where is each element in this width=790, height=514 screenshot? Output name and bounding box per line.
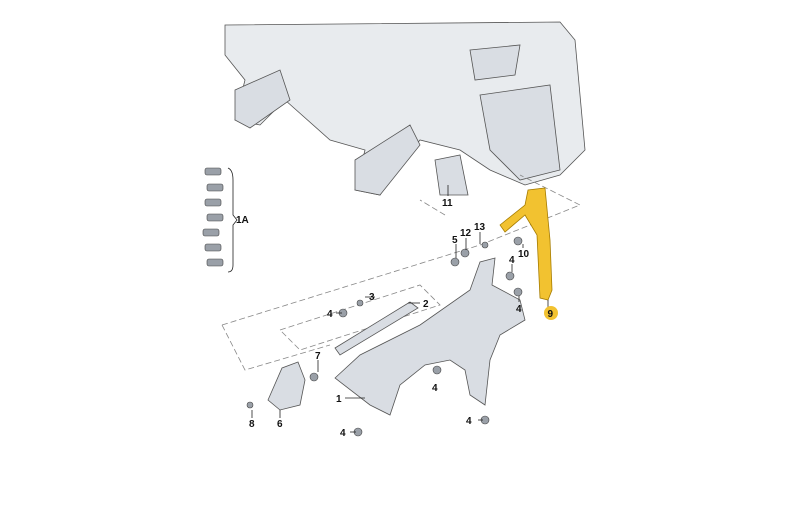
label-9-badge [544, 306, 558, 320]
label-10: 10 [518, 249, 530, 260]
label-8: 8 [249, 419, 255, 430]
vehicle-body-structure [224, 21, 586, 196]
label-12: 12 [460, 228, 472, 239]
label-11: 11 [442, 198, 453, 209]
fender[interactable] [334, 257, 526, 416]
leader-lines [251, 185, 549, 433]
bracket-11 [434, 154, 469, 196]
label-9: 9 [548, 309, 554, 320]
label-1: 1 [336, 394, 342, 405]
label-5: 5 [452, 235, 458, 246]
bracket-6[interactable] [267, 361, 306, 411]
label-2: 2 [423, 299, 429, 310]
label-4-bottom-left: 4 [340, 428, 346, 439]
assembly-outlines [221, 174, 581, 371]
label-13: 13 [474, 222, 486, 233]
label-1a: 1A [236, 215, 249, 226]
bolts [246, 236, 523, 437]
label-4-bottom-right: 4 [466, 416, 472, 427]
label-3: 3 [369, 292, 375, 303]
label-4-upper: 4 [509, 255, 515, 266]
part-9-highlighted[interactable] [499, 187, 553, 301]
label-7: 7 [315, 351, 321, 362]
label-4-left: 4 [327, 309, 333, 320]
trim-strip[interactable] [334, 301, 419, 356]
screw-set-1a [202, 167, 238, 273]
label-4-mid: 4 [432, 383, 438, 394]
label-4-right: 4 [516, 304, 522, 315]
label-6: 6 [277, 419, 283, 430]
